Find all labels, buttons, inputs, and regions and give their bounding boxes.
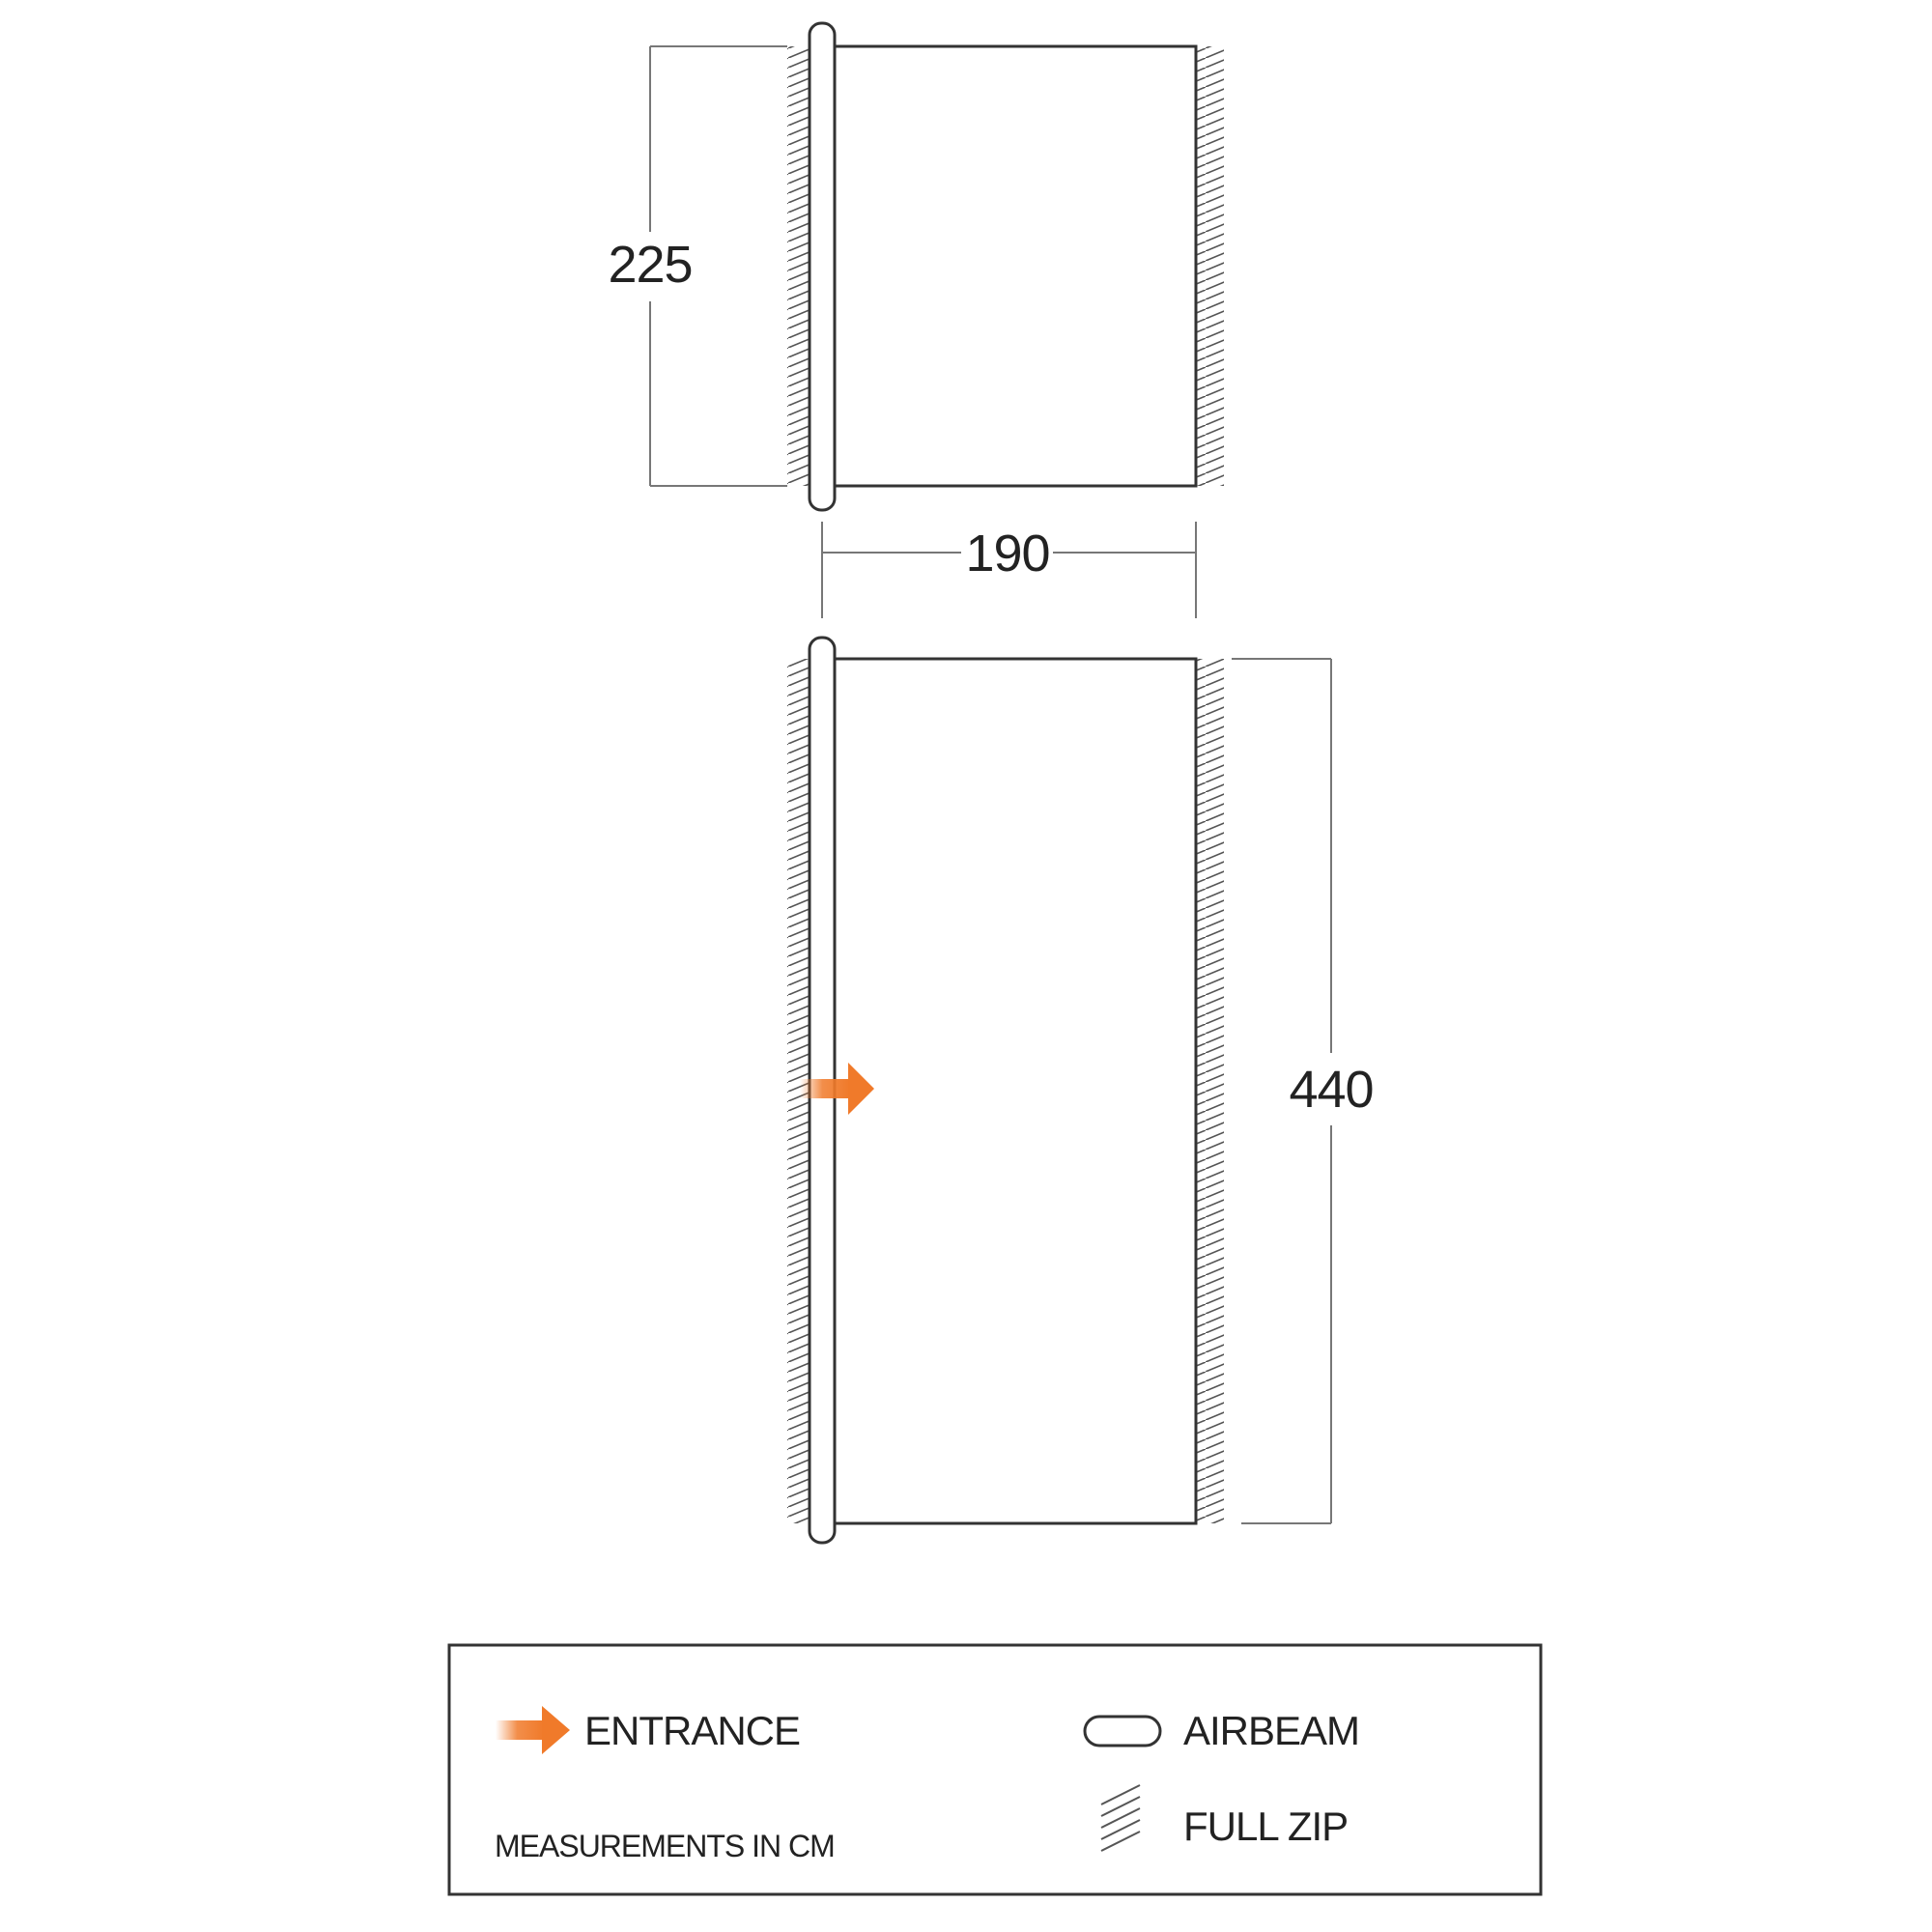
legend-entrance-label: ENTRANCE [584,1708,800,1753]
top-room-right-zip-hatch [1195,46,1224,486]
legend-full-zip-label: FULL ZIP [1183,1804,1348,1849]
legend: ENTRANCE AIRBEAM FULL ZIP MEASUREMENTS I… [447,1643,1543,1896]
dimension-440: 440 [1232,658,1375,1524]
bottom-room [787,636,1224,1545]
dimension-225: 225 [608,45,787,487]
legend-airbeam-label: AIRBEAM [1183,1708,1359,1753]
top-room-depth-label: 225 [608,236,692,294]
bottom-room-outline [831,657,1198,1525]
entrance-arrow-icon [800,1063,874,1115]
top-room [787,21,1224,512]
room-width-label: 190 [965,525,1049,582]
legend-full-zip-hatch-icon [1100,1784,1141,1852]
bottom-room-right-zip-hatch [1195,659,1224,1523]
measurements-note: MEASUREMENTS IN CM [495,1829,835,1863]
dimension-190: 190 [821,522,1197,618]
top-room-airbeam [808,21,837,512]
legend-airbeam-icon [1083,1715,1162,1747]
bottom-room-depth-label: 440 [1289,1061,1373,1119]
legend-box [447,1643,1543,1896]
top-room-outline [831,44,1198,488]
legend-entrance-arrow-icon [496,1706,570,1754]
